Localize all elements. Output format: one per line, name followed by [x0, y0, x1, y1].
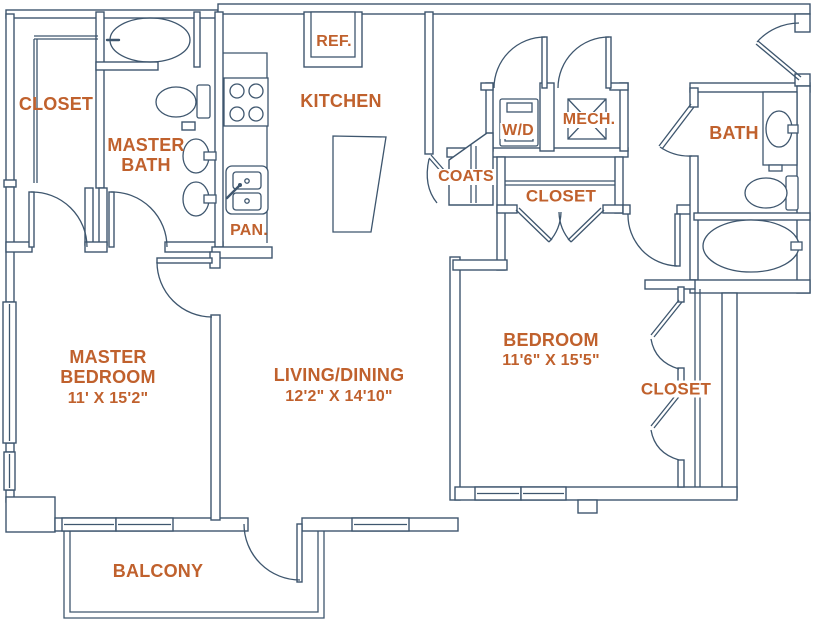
balcony-railing-icon	[63, 531, 325, 619]
room-label-bedroom: BEDROOM	[503, 330, 599, 350]
toilet-icon	[744, 175, 799, 211]
toilet-icon	[155, 84, 211, 119]
kitchen-island-icon	[332, 135, 387, 233]
room-label-balcony: BALCONY	[112, 561, 204, 581]
room-dim-living-dining: 12'2" X 14'10"	[285, 388, 393, 405]
bathtub-icon	[105, 17, 191, 63]
label-mechanical: MECH.	[560, 111, 618, 128]
label-pantry: PAN.	[230, 222, 268, 239]
bathtub-icon	[702, 219, 803, 273]
room-label-master-bedroom-2: BEDROOM	[60, 367, 156, 387]
room-label-master-bedroom-1: MASTER	[69, 347, 147, 367]
room-label-master-closet: CLOSET	[18, 94, 94, 114]
door-swing-icon	[28, 22, 802, 583]
label-hall-closet: CLOSET	[525, 186, 597, 206]
room-dim-bedroom: 11'6" X 15'5"	[502, 352, 600, 369]
pedestal-sink-icon	[182, 138, 217, 217]
bifold-door-icon	[650, 299, 683, 461]
window-icon	[2, 301, 567, 532]
room-label-living-dining: LIVING/DINING	[273, 365, 405, 385]
room-label-bath: BATH	[709, 123, 759, 143]
room-dim-master-bedroom: 11' X 15'2"	[67, 390, 149, 407]
room-label-kitchen: KITCHEN	[300, 91, 382, 111]
label-coats-closet: COATS	[436, 168, 496, 185]
refrigerator-icon	[303, 11, 363, 68]
range-icon	[223, 77, 269, 127]
label-washer-dryer: W/D	[500, 122, 536, 139]
room-label-master-bath-2: BATH	[121, 155, 171, 175]
room-label-master-bath-1: MASTER	[107, 135, 185, 155]
walls	[3, 3, 811, 533]
vanity-sink-icon	[762, 91, 799, 172]
label-refrigerator: REF.	[316, 33, 352, 50]
label-bedroom-closet: CLOSET	[638, 379, 714, 399]
double-sink-icon	[225, 165, 269, 215]
